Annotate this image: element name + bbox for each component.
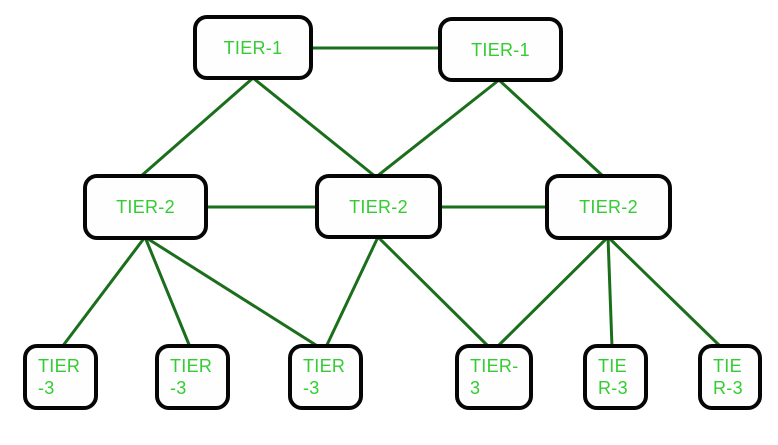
node-tier2-right: TIER-2 [545, 174, 672, 240]
node-label: TIER [170, 356, 213, 376]
node-label: TIE [598, 356, 627, 376]
edge-tier2-right--tier3-4 [495, 235, 610, 349]
node-tier1-right: TIER-1 [438, 17, 563, 82]
node-tier3-4: TIER-3 [455, 344, 533, 410]
node-label: 3 [470, 378, 481, 398]
node-label: TIER-2 [579, 197, 638, 217]
node-label: TIER- [470, 356, 519, 376]
edge-tier2-middle--tier3-4 [376, 235, 491, 349]
node-label: TIER-2 [116, 197, 175, 217]
edge-tier2-left--tier3-1 [60, 236, 147, 348]
node-label: TIE [713, 356, 742, 376]
node-tier1-left: TIER-1 [193, 15, 313, 80]
node-tier3-2: TIER-3 [155, 344, 230, 410]
node-label: R-3 [713, 378, 743, 398]
edge-tier1-right--tier2-right [497, 78, 606, 179]
node-label: TIER-1 [223, 37, 283, 58]
edge-tier2-left--tier3-2 [143, 236, 192, 348]
node-label: -3 [303, 378, 320, 398]
node-label: TIER-1 [471, 39, 530, 60]
edge-tier1-left--tier2-left [139, 76, 254, 179]
node-tier3-1: TIER-3 [23, 344, 98, 410]
node-tier3-3: TIER-3 [288, 344, 363, 410]
node-label: TIER [38, 356, 81, 376]
edge-tier1-right--tier2-middle [375, 78, 500, 179]
node-label: TIER [303, 356, 346, 376]
edge-tier2-left--tier3-3 [144, 235, 320, 349]
node-label: -3 [170, 378, 187, 398]
edge-tier2-middle--tier3-3 [324, 236, 380, 348]
edge-tier1-left--tier2-middle [252, 76, 377, 179]
node-tier2-left: TIER-2 [83, 174, 208, 240]
edge-tier2-right--tier3-5 [606, 236, 614, 348]
node-label: -3 [38, 378, 55, 398]
node-label: R-3 [598, 378, 628, 398]
node-tier2-middle: TIER-2 [315, 174, 442, 239]
edge-tier2-right--tier3-6 [606, 235, 723, 349]
node-label: TIER-2 [349, 196, 408, 217]
